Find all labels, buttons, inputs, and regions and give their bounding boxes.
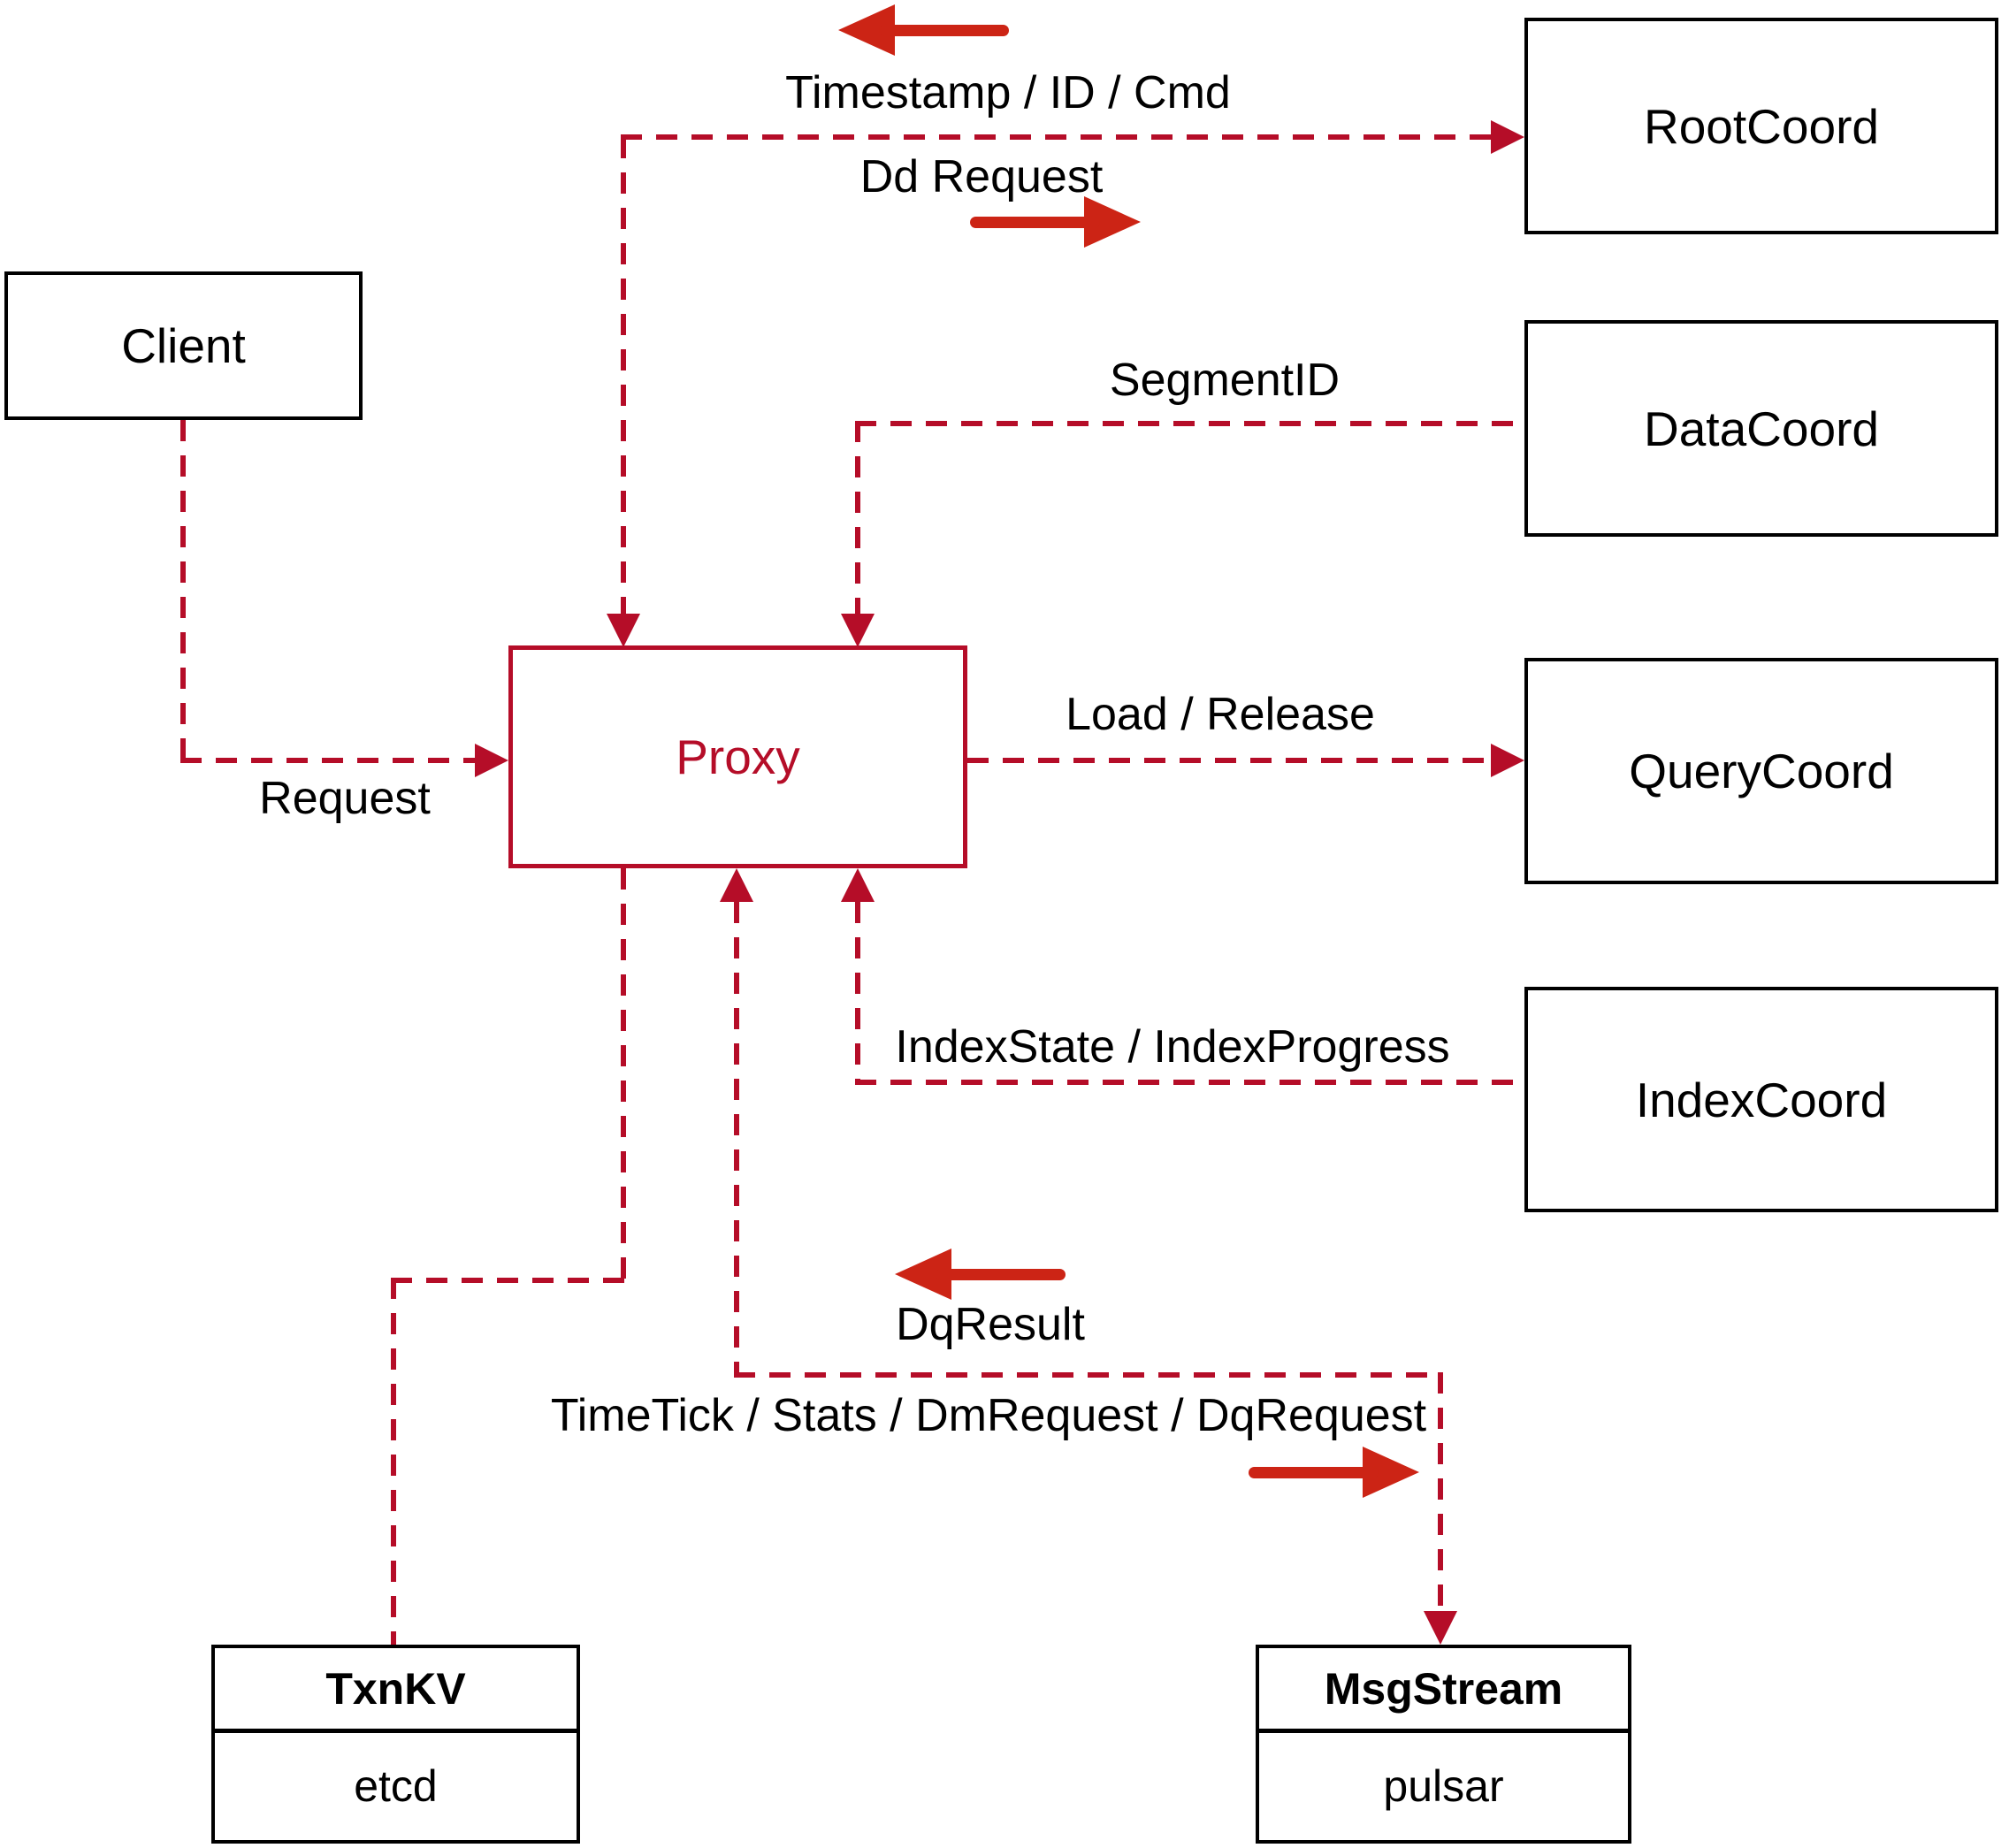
node-datacoord-label: DataCoord — [1644, 401, 1879, 456]
edge-label-dd-request: Dd Request — [859, 151, 1104, 202]
time-tick-direction-arrow-icon — [1247, 1447, 1419, 1498]
node-proxy-label: Proxy — [676, 729, 800, 784]
arrowhead-into-proxy-bottom-middle — [720, 868, 753, 902]
table-msgstream-header: MsgStream — [1259, 1648, 1628, 1733]
edge-proxy-rootcoord-vsegment — [621, 137, 626, 615]
edge-client-proxy-hsegment — [180, 758, 477, 763]
edge-datacoord-proxy-hsegment — [855, 421, 1524, 426]
table-msgstream: MsgStream pulsar — [1256, 1645, 1631, 1844]
edge-label-load-release: Load / Release — [1066, 689, 1375, 740]
node-client-label: Client — [121, 318, 246, 373]
edge-proxy-msgstream-hsegment — [734, 1372, 1440, 1378]
arrowhead-into-proxy-top-left — [607, 614, 640, 647]
arrowhead-into-rootcoord — [1491, 120, 1524, 154]
node-indexcoord-label: IndexCoord — [1635, 1072, 1888, 1127]
edge-proxy-txnkv-vsegment-2 — [391, 1278, 396, 1645]
arrowhead-into-proxy-left — [475, 744, 508, 777]
edge-indexcoord-proxy-vsegment — [855, 902, 860, 1082]
arrow-shaft — [936, 1269, 1066, 1280]
edge-label-index-state: IndexState / IndexProgress — [895, 1021, 1450, 1073]
edge-proxy-msgstream-vsegment-1 — [734, 902, 739, 1378]
arrowhead-into-msgstream — [1424, 1611, 1457, 1645]
arrow-shaft — [970, 217, 1100, 228]
node-querycoord: QueryCoord — [1524, 658, 1998, 884]
edge-datacoord-proxy-vsegment — [855, 421, 860, 617]
node-indexcoord: IndexCoord — [1524, 987, 1998, 1212]
table-txnkv-header: TxnKV — [215, 1648, 577, 1733]
node-querycoord-label: QueryCoord — [1629, 744, 1894, 798]
node-datacoord: DataCoord — [1524, 320, 1998, 537]
edge-proxy-txnkv-vsegment-1 — [621, 868, 626, 1280]
edge-proxy-querycoord-hsegment — [967, 758, 1493, 763]
table-txnkv: TxnKV etcd — [211, 1645, 580, 1844]
node-rootcoord-label: RootCoord — [1644, 98, 1879, 154]
node-rootcoord: RootCoord — [1524, 18, 1998, 234]
edge-proxy-rootcoord-hsegment — [621, 134, 1491, 140]
node-proxy: Proxy — [508, 645, 967, 868]
edge-client-proxy-vsegment — [180, 420, 186, 760]
timestamp-direction-arrow-icon — [838, 4, 1011, 56]
edge-indexcoord-proxy-hsegment — [855, 1080, 1521, 1085]
edge-label-segment-id: SegmentID — [1109, 355, 1341, 406]
edge-label-request: Request — [259, 773, 431, 824]
arrowhead-into-proxy-bottom-right — [841, 868, 875, 902]
node-client: Client — [4, 271, 363, 420]
edge-label-dq-result: DqResult — [896, 1299, 1085, 1350]
edge-proxy-txnkv-hsegment — [391, 1278, 626, 1283]
arrowhead-into-proxy-top-right — [841, 614, 875, 647]
arrow-shaft — [1249, 1467, 1379, 1478]
table-txnkv-body: etcd — [354, 1761, 438, 1811]
edge-label-timestamp: Timestamp / ID / Cmd — [785, 67, 1231, 118]
arrowhead-into-querycoord — [1491, 744, 1524, 777]
dd-request-direction-arrow-icon — [968, 196, 1141, 248]
edge-label-time-tick: TimeTick / Stats / DmRequest / DqRequest — [550, 1390, 1427, 1441]
dq-result-direction-arrow-icon — [895, 1249, 1067, 1300]
arrow-shaft — [879, 25, 1009, 36]
table-msgstream-body: pulsar — [1383, 1761, 1504, 1811]
edge-proxy-msgstream-vsegment-2 — [1438, 1372, 1443, 1611]
